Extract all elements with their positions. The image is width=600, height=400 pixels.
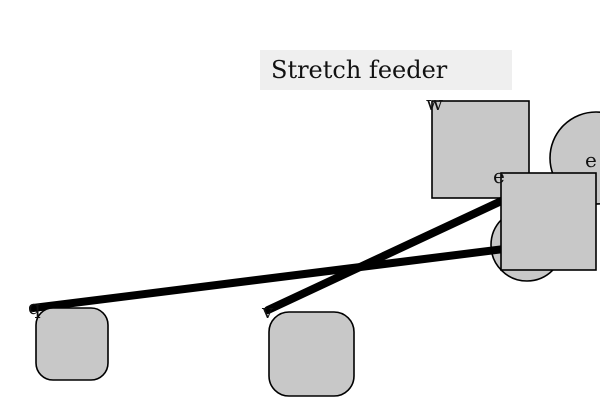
label-q: q (28, 295, 41, 319)
rope-v (264, 192, 516, 314)
rope-q (29, 244, 516, 312)
rounded-block-q[interactable] (35, 307, 109, 381)
label-v: v (261, 299, 274, 323)
level-title-text: Stretch feeder (271, 56, 448, 84)
label-e-square: e (493, 164, 505, 188)
label-w: w (426, 91, 443, 115)
label-e-circle: e (585, 148, 597, 172)
square-e-piece[interactable] (500, 172, 597, 271)
rounded-block-v[interactable] (268, 311, 355, 397)
level-title: Stretch feeder (260, 50, 512, 90)
